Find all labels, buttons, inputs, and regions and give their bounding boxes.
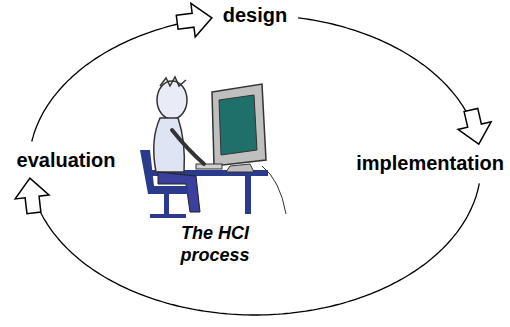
arm [172,130,204,164]
process-caption: The HCI process [160,222,270,266]
keyboard [196,164,222,169]
torso [154,118,185,172]
stage-label: design [219,3,291,27]
stage-name: design [223,3,287,27]
hair [160,77,186,86]
desk-leg [245,176,251,214]
stage-label: evaluation [13,148,120,172]
cycle-arrow [32,18,212,142]
monitor-stand [226,164,254,172]
monitor [212,84,266,166]
stage-name: implementation [356,151,504,175]
stage-label: implementation [352,151,508,175]
cycle-arrow [298,18,479,144]
chair-leg [164,194,169,216]
cycle-arrow [30,178,479,315]
cable [262,166,286,214]
head [157,81,187,119]
monitor-screen [219,95,257,155]
chair-base [150,214,186,218]
stage-name: evaluation [17,148,116,172]
chair [140,150,188,194]
